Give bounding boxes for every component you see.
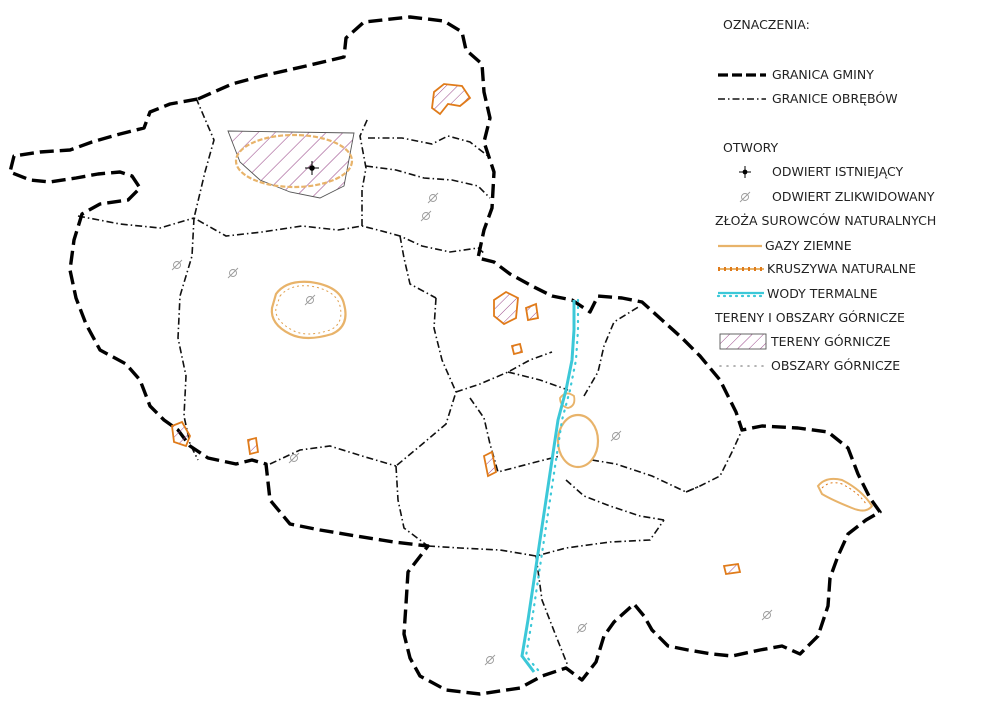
legend-municipality-label: GRANICA GMINY [772, 67, 874, 82]
precinct-boundary [399, 235, 437, 299]
legend-aggregate-label: KRUSZYWA NATURALNE [767, 261, 916, 276]
gas-deposit-east [556, 392, 600, 469]
crosshair-dot-icon [739, 166, 751, 178]
precinct-boundary [685, 429, 743, 493]
legend-mining-area-label: OBSZARY GÓRNICZE [771, 358, 900, 373]
precinct-boundary [535, 555, 569, 667]
abandoned-borehole-marker [227, 267, 239, 279]
precinct-boundary [469, 397, 561, 473]
abandoned-borehole-marker [427, 192, 439, 204]
precinct-boundary [77, 215, 195, 229]
legend-existing-borehole-label: ODWIERT ISTNIEJĄCY [772, 164, 904, 179]
aggregate-deposit [246, 436, 260, 456]
abandoned-boreholes [171, 192, 773, 666]
abandoned-borehole-marker [576, 622, 588, 634]
precinct-boundary [177, 217, 199, 461]
legend-abandoned-borehole-label: ODWIERT ZLIKWIDOWANY [772, 189, 935, 204]
precinct-boundary [269, 445, 397, 467]
gas-deposit-central [270, 280, 347, 340]
precinct-boundary [368, 135, 489, 157]
mining-terrain-main [227, 130, 355, 199]
gas-deposit-far-east [816, 477, 874, 512]
precinct-boundary [395, 465, 429, 547]
aggregate-deposit [493, 290, 519, 326]
aggregate-deposits [171, 83, 742, 576]
legend: OZNACZENIA: GRANICA GMINY GRANICE OBRĘBÓ… [714, 17, 936, 373]
legend-boreholes-heading: OTWORY [723, 140, 779, 155]
legend-gas-label: GAZY ZIEMNE [765, 238, 852, 253]
precinct-boundary [193, 97, 486, 255]
existing-borehole-marker [305, 161, 319, 175]
precinct-boundary [583, 305, 641, 397]
precinct-boundaries [77, 97, 743, 667]
abandoned-borehole-marker [171, 259, 183, 271]
abandoned-borehole-marker [288, 452, 300, 464]
legend-mining-heading: TERENY I OBSZARY GÓRNICZE [714, 310, 905, 325]
legend-deposits-heading: ZŁOŻA SUROWCÓW NATURALNYCH [715, 213, 936, 228]
precinct-boundary [591, 459, 701, 493]
precinct-boundary [455, 351, 553, 393]
abandoned-borehole-marker [761, 609, 773, 621]
legend-mining-terrain-swatch [719, 333, 767, 350]
precinct-boundary [395, 297, 457, 467]
abandoned-borehole-marker [610, 430, 622, 442]
precinct-boundary [565, 479, 665, 521]
aggregate-deposit [524, 302, 540, 322]
legend-precinct-label: GRANICE OBRĘBÓW [772, 91, 898, 106]
aggregate-deposit [510, 342, 524, 356]
map-area [8, 15, 882, 696]
legend-thermal-label: WODY TERMALNE [767, 286, 878, 301]
municipality-boundary [8, 15, 882, 696]
aggregate-deposit [482, 450, 498, 478]
precinct-boundary [507, 371, 569, 391]
precinct-boundary [427, 519, 665, 557]
thermal-water-line [520, 300, 576, 673]
precinct-boundary [365, 165, 491, 199]
aggregate-deposit [722, 562, 742, 576]
abandoned-borehole-marker [304, 294, 316, 306]
legend-mining-terrain-label: TERENY GÓRNICZE [770, 334, 891, 349]
abandoned-borehole-marker [484, 654, 496, 666]
aggregate-deposit [171, 420, 191, 448]
precinct-boundary [359, 117, 369, 226]
slashed-circle-icon [739, 191, 751, 203]
aggregate-deposit [431, 83, 472, 116]
thermal-water-dots [524, 298, 580, 672]
legend-title: OZNACZENIA: [723, 17, 810, 32]
abandoned-borehole-marker [420, 210, 432, 222]
